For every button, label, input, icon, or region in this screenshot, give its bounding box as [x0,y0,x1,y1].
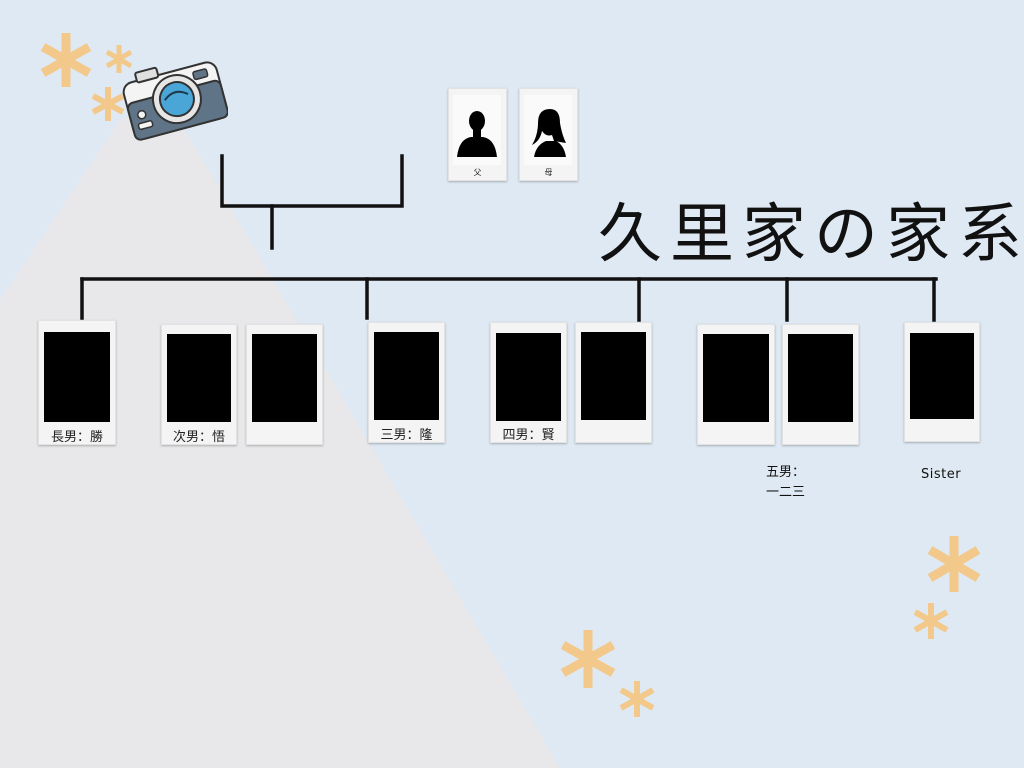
man-silhouette-icon [457,111,497,157]
page-title: 久里家の家系図 [598,198,1024,272]
woman-silhouette-icon [532,109,566,157]
child-caption-2: 次男：悟 [172,430,225,445]
fifth-son-label-line1: 五男： [766,465,806,480]
child-caption-1: 長男：勝 [50,430,103,445]
child-polaroid-9 [904,322,980,442]
fifth-son-label: 五男： 一二三 [766,463,805,503]
asterisk-icon [105,45,133,73]
father-polaroid: 父 [448,88,507,181]
child-polaroid-6 [575,322,652,443]
asterisk-icon [619,681,655,717]
father-caption: 父 [473,168,482,177]
sister-label: Sister [921,467,962,482]
child-polaroid-5: 四男：賢 [490,322,567,443]
camera-icon [122,61,228,141]
asterisk-icon [913,603,949,639]
asterisk-icon [560,630,616,688]
mother-polaroid: 母 [519,88,578,181]
child-polaroid-4: 三男：隆 [368,322,445,443]
asterisk-icon [927,536,981,592]
child-polaroid-8 [782,324,859,445]
asterisk-icon [91,87,125,121]
fifth-son-label-line2: 一二三 [766,485,806,500]
child-polaroid-3 [246,324,323,445]
child-polaroid-1: 長男：勝 [38,320,116,445]
child-polaroid-2: 次男：悟 [161,324,237,445]
asterisk-icon [40,33,92,87]
child-polaroid-7 [697,324,775,445]
child-caption-5: 四男：賢 [502,428,555,443]
child-caption-4: 三男：隆 [380,428,433,443]
mother-caption: 母 [544,168,553,177]
